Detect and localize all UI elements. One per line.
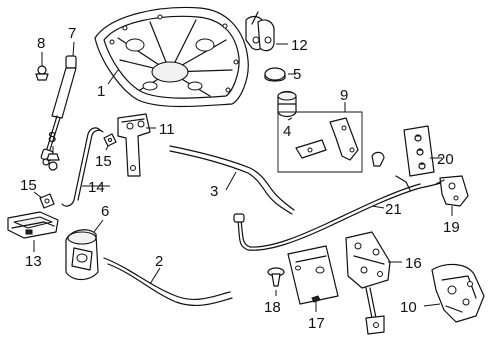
strut-ball-stud-upper — [35, 65, 49, 81]
callout-10: 10 — [400, 299, 417, 316]
callout-3: 3 — [210, 183, 218, 200]
hood-gas-strut — [40, 55, 77, 166]
fastener-set — [403, 125, 435, 177]
callout-21: 21 — [385, 201, 402, 218]
hood-seal — [169, 145, 295, 215]
safety-catch-kit — [277, 102, 385, 173]
callout-13: 13 — [25, 253, 42, 270]
callout-8-lower: 8 — [48, 129, 56, 146]
callout-15-left: 15 — [20, 177, 37, 194]
hood-release-cable — [233, 175, 445, 251]
hood-release-handle — [7, 211, 59, 239]
callout-15-right: 15 — [95, 153, 112, 170]
hood-bumper — [65, 229, 99, 281]
hood-plug — [264, 67, 286, 82]
push-pin-retainer — [267, 267, 285, 287]
callout-5: 5 — [293, 66, 301, 83]
latch-shield — [287, 245, 339, 305]
callout-6: 6 — [101, 203, 109, 220]
callout-17: 17 — [308, 315, 325, 332]
callout-20: 20 — [437, 151, 454, 168]
callout-8-upper: 8 — [37, 35, 45, 52]
prop-rod-clip-right — [103, 133, 117, 147]
callout-12: 12 — [291, 37, 308, 54]
prop-rod-clip-left — [39, 193, 55, 209]
strut-ball-stud-lower — [46, 153, 60, 171]
latch-support-bracket — [431, 263, 485, 323]
callout-4: 4 — [283, 123, 291, 140]
callout-7: 7 — [68, 25, 76, 42]
callout-18: 18 — [264, 299, 281, 316]
callout-1: 1 — [97, 83, 105, 100]
hood-latch-bracket — [245, 11, 275, 52]
hood-prop-rod — [61, 127, 104, 207]
callout-9: 9 — [340, 87, 348, 104]
hood-bumper-stop — [277, 90, 297, 118]
callout-19: 19 — [443, 219, 460, 236]
callout-16: 16 — [405, 255, 422, 272]
callout-2: 2 — [155, 253, 163, 270]
callout-11: 11 — [159, 121, 175, 138]
hood-hinge — [117, 113, 151, 177]
hood-release-lever — [435, 175, 469, 207]
hood-latch — [345, 231, 391, 335]
hood-panel — [94, 6, 249, 108]
hood-weatherstrip — [103, 257, 233, 306]
callout-14: 14 — [88, 179, 105, 196]
